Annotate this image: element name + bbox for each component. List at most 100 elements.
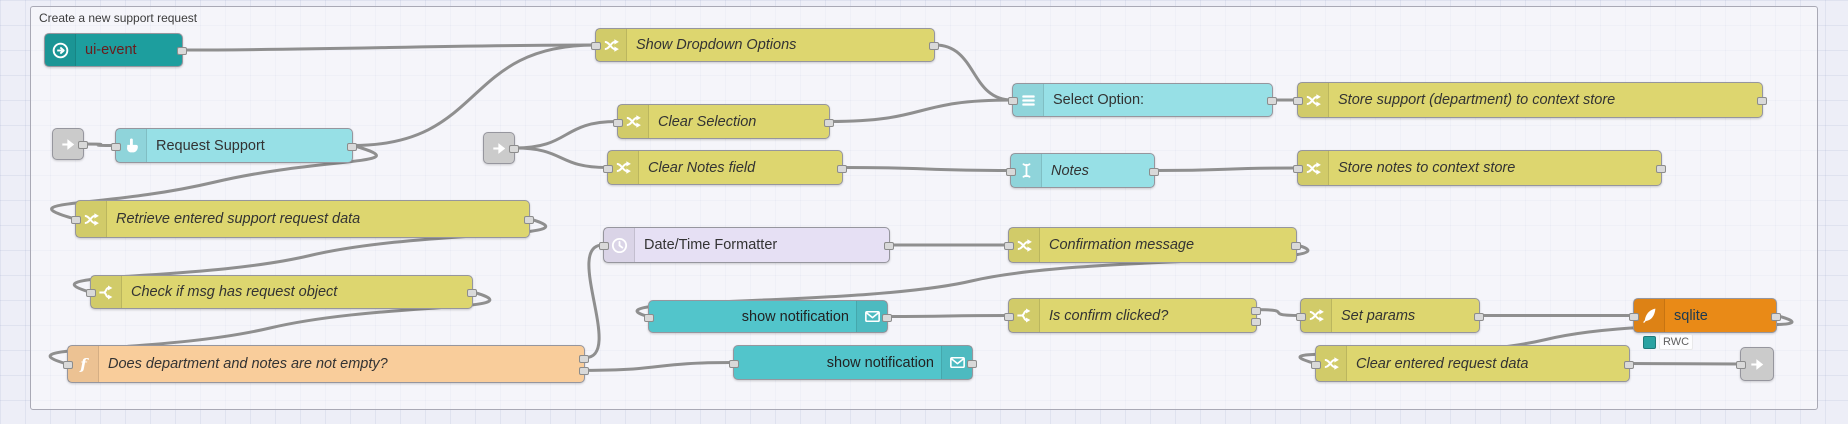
node-clear-entered[interactable]: Clear entered request data [1311, 345, 1634, 382]
output-port[interactable] [1267, 97, 1277, 105]
output-port[interactable] [1757, 97, 1767, 105]
node-store-notes[interactable]: Store notes to context store [1293, 150, 1666, 186]
output-port[interactable] [467, 289, 477, 297]
input-port[interactable] [603, 164, 613, 173]
output-port[interactable] [78, 141, 88, 149]
wire-link-in-2-to-clear-selection[interactable] [513, 120, 619, 150]
node-sqlite[interactable]: sqlite [1629, 298, 1781, 333]
node-label: Confirmation message [1049, 237, 1195, 253]
node-ui-event[interactable]: ui-event [44, 33, 187, 67]
shuffle-icon [1324, 357, 1339, 370]
input-port[interactable] [1311, 360, 1321, 369]
node-notes[interactable]: Notes [1006, 153, 1159, 188]
wire-clear-selection-to-select-option[interactable] [828, 98, 1014, 123]
wire-retrieve-to-check-request[interactable] [72, 217, 548, 294]
wire-notes-to-store-notes[interactable] [1153, 166, 1299, 172]
node-check-request[interactable]: Check if msg has request object [86, 275, 477, 309]
node-show-dropdown[interactable]: Show Dropdown Options [591, 28, 939, 62]
input-port[interactable] [591, 42, 601, 50]
output-port[interactable] [347, 142, 357, 151]
wire-does-empty-to-datetime[interactable] [583, 243, 605, 360]
node-notify-1[interactable]: show notification [644, 300, 892, 333]
output-port[interactable] [967, 359, 977, 368]
input-port[interactable] [1296, 312, 1306, 321]
output-port[interactable] [1624, 360, 1634, 369]
node-link-in-2[interactable] [483, 132, 519, 164]
input-port[interactable] [1736, 361, 1746, 369]
wire-clear-notes-to-notes[interactable] [841, 166, 1012, 172]
node-is-confirm[interactable]: Is confirm clicked? [1004, 298, 1261, 333]
output-port[interactable] [824, 118, 834, 127]
wire-ui-event-to-show-dropdown[interactable] [181, 43, 597, 52]
output-port[interactable] [177, 47, 187, 55]
output-port-2[interactable] [579, 367, 589, 376]
input-port[interactable] [644, 313, 654, 322]
wire-notify-1-to-is-confirm[interactable] [886, 314, 1010, 318]
input-port[interactable] [1004, 312, 1014, 321]
output-port-2[interactable] [1251, 318, 1261, 327]
output-port[interactable] [837, 164, 847, 173]
input-port[interactable] [1004, 242, 1014, 250]
input-port[interactable] [1629, 312, 1639, 321]
wire-is-confirm-to-set-params[interactable] [1255, 308, 1302, 317]
node-icon-area [1011, 154, 1042, 187]
wire-check-request-to-does-empty[interactable] [48, 290, 492, 366]
wire-request-support-to-retrieve[interactable] [50, 144, 378, 221]
input-port[interactable] [599, 242, 609, 250]
output-port-1[interactable] [1251, 306, 1261, 315]
envelope-icon [949, 356, 965, 369]
input-port[interactable] [729, 359, 739, 368]
input-port[interactable] [63, 361, 73, 369]
output-port[interactable] [1474, 312, 1484, 321]
node-label: Date/Time Formatter [644, 237, 778, 253]
input-port[interactable] [86, 289, 96, 297]
node-set-params[interactable]: Set params [1296, 298, 1484, 333]
input-port[interactable] [111, 142, 121, 151]
output-port[interactable] [509, 145, 519, 153]
wire-show-dropdown-to-select-option[interactable] [933, 43, 1014, 102]
node-icon-area [941, 346, 972, 379]
node-label: sqlite [1674, 307, 1708, 324]
output-port[interactable] [929, 42, 939, 50]
wire-request-support-to-show-dropdown[interactable] [351, 43, 597, 147]
node-link-in-1[interactable] [52, 128, 88, 160]
node-retrieve[interactable]: Retrieve entered support request data [71, 200, 534, 238]
ibeam-icon [1022, 163, 1030, 178]
node-request-support[interactable]: Request Support [111, 128, 357, 163]
node-icon-area [1634, 299, 1665, 332]
input-port[interactable] [1008, 97, 1018, 105]
output-port[interactable] [884, 242, 894, 250]
node-store-support[interactable]: Store support (department) to context st… [1293, 82, 1767, 118]
node-notify-2[interactable]: show notification [729, 345, 977, 380]
output-port-1[interactable] [579, 354, 589, 363]
wire-clear-entered-to-link-out-1[interactable] [1628, 362, 1742, 366]
wire-link-in-2-to-clear-notes[interactable] [513, 146, 609, 169]
output-port[interactable] [1291, 242, 1301, 250]
output-port[interactable] [1771, 312, 1781, 321]
output-port[interactable] [882, 313, 892, 322]
node-label: Does department and notes are not empty? [108, 356, 388, 372]
input-port[interactable] [1293, 97, 1303, 105]
output-port[interactable] [1656, 165, 1666, 173]
output-port[interactable] [524, 216, 534, 224]
node-label: Clear Selection [658, 113, 757, 130]
node-clear-selection[interactable]: Clear Selection [613, 104, 834, 139]
node-clear-notes[interactable]: Clear Notes field [603, 150, 847, 185]
input-port[interactable] [71, 216, 81, 224]
node-icon-area [1298, 83, 1329, 117]
input-port[interactable] [613, 118, 623, 127]
wire-link-in-1-to-request-support[interactable] [82, 142, 117, 147]
wire-does-empty-to-notify-2[interactable] [583, 361, 735, 372]
clock-icon [611, 237, 627, 253]
node-link-out-1[interactable] [1736, 347, 1774, 381]
output-port[interactable] [1149, 167, 1159, 176]
node-select-option[interactable]: Select Option: [1008, 83, 1277, 117]
node-confirmation[interactable]: Confirmation message [1004, 227, 1301, 263]
input-port[interactable] [1293, 165, 1303, 173]
input-port[interactable] [1006, 167, 1016, 176]
node-label: ui-event [85, 42, 137, 58]
sqlite-mode-label: RWC [1659, 334, 1694, 350]
node-datetime[interactable]: Date/Time Formatter [599, 227, 894, 263]
